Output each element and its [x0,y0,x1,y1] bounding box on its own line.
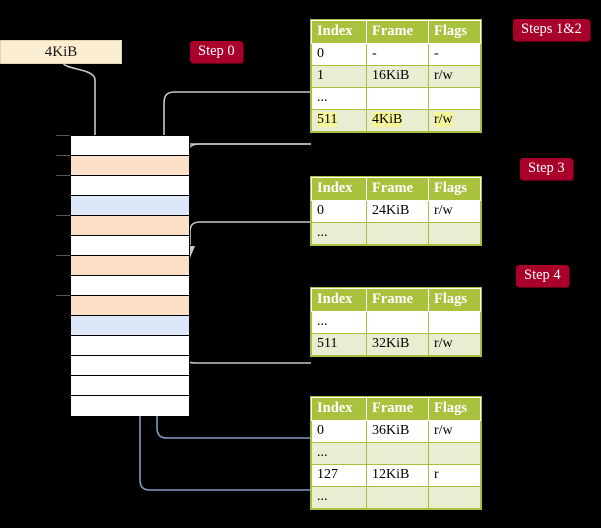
cell-index: 127 [311,464,367,487]
highlighted-value: 511 [317,112,338,127]
column-header-frame: Frame [366,177,429,201]
cell-index: 1 [311,65,367,88]
memory-tick-4 [56,215,70,216]
column-header-frame: Frame [366,397,429,421]
column-header-frame: Frame [366,288,429,312]
table-row: ... [311,87,481,110]
table-row: ... [311,222,481,245]
cell-frame [366,222,429,245]
cell-flags [428,311,481,334]
memory-block-used-4 [71,216,189,236]
wire-table3-to-memory [183,330,311,364]
cell-frame: 16KiB [366,65,429,88]
table-row: ... [311,311,481,334]
memory-block-table-3 [71,196,189,216]
memory-tick-2 [56,175,70,176]
table-row: ... [311,486,481,509]
table-row: 511 4KiB r/w [311,109,481,132]
cell-index: 0 [311,420,367,443]
step-label-step3: Step 3 [520,158,573,180]
physical-memory-column [70,135,190,416]
memory-block-free-7 [71,276,189,296]
cell-flags: r [428,464,481,487]
memory-block-free-11 [71,356,189,376]
cell-flags: r/w [428,65,481,88]
column-header-flags: Flags [428,177,481,201]
memory-tick-0 [56,135,70,136]
column-header-index: Index [311,288,367,312]
memory-block-free-0 [71,136,189,156]
step-label-step4: Step 4 [516,265,569,287]
column-header-index: Index [311,20,367,44]
cell-index: 511 [311,109,367,132]
memory-block-table-9 [71,316,189,336]
cell-frame: 36KiB [366,420,429,443]
memory-block-free-10 [71,336,189,356]
cell-frame: 32KiB [366,333,429,356]
cell-index: 0 [311,43,367,66]
cell-index: ... [311,311,367,334]
request-size-label: 4KiB [44,43,78,60]
cell-index: 511 [311,333,367,356]
cell-flags [428,486,481,509]
column-header-frame: Frame [366,20,429,44]
wire-request-to-memory [62,61,96,146]
memory-tick-6 [56,255,70,256]
cell-frame: 4KiB [366,109,429,132]
memory-block-free-12 [71,376,189,396]
cell-frame [366,442,429,465]
step-label-step0: Step 0 [190,41,243,63]
memory-block-free-2 [71,176,189,196]
table-row: 0-- [311,43,481,66]
cell-frame [366,311,429,334]
column-header-flags: Flags [428,397,481,421]
column-header-index: Index [311,177,367,201]
cell-flags [428,442,481,465]
cell-frame: 24KiB [366,200,429,223]
table-row: ... [311,442,481,465]
cell-index: ... [311,87,367,110]
cell-flags [428,222,481,245]
column-header-flags: Flags [428,288,481,312]
wire-table2-to-memory [189,221,311,245]
column-header-flags: Flags [428,20,481,44]
cell-flags: r/w [428,109,481,132]
memory-block-free-13 [71,396,189,416]
memory-tick-8 [56,295,70,296]
memory-block-used-6 [71,256,189,276]
cell-index: ... [311,442,367,465]
request-size-box: 4KiB [0,40,122,64]
cell-flags: r/w [428,420,481,443]
memory-block-used-1 [71,156,189,176]
cell-flags [428,87,481,110]
step-label-steps12: Steps 1&2 [513,19,590,41]
cell-index: ... [311,222,367,245]
cell-index: 0 [311,200,367,223]
cell-flags: r/w [428,333,481,356]
cell-frame [366,486,429,509]
wire-table1-511-to-memory [187,143,311,154]
cell-flags: r/w [428,200,481,223]
memory-tick-1 [56,155,70,156]
cell-frame [366,87,429,110]
column-header-index: Index [311,397,367,421]
memory-block-used-8 [71,296,189,316]
cell-index: ... [311,486,367,509]
cell-frame: 12KiB [366,464,429,487]
cell-flags: - [428,43,481,66]
cell-frame: - [366,43,429,66]
memory-block-free-5 [71,236,189,256]
highlighted-value: r/w [434,112,453,127]
highlighted-value: 4KiB [372,112,403,127]
